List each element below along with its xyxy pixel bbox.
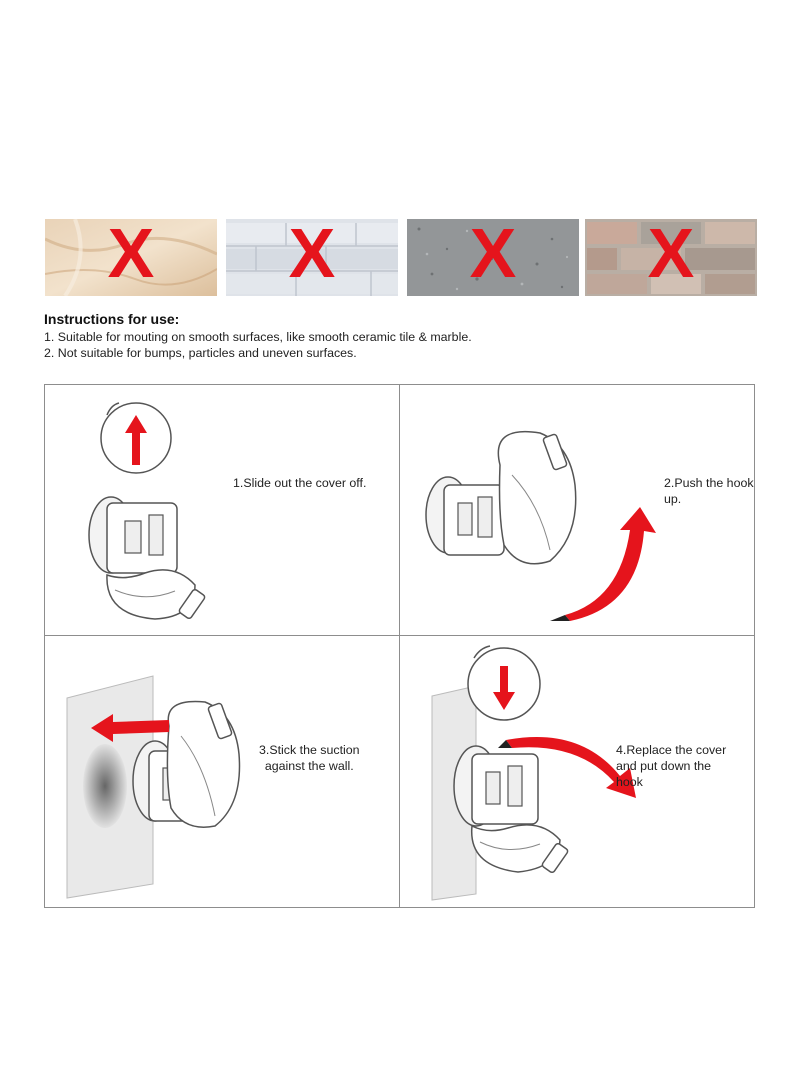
step-4-panel: 4.Replace the cover and put down the hoo… [400,636,755,907]
grid-divider-vertical [399,385,400,907]
concrete-texture [407,219,579,296]
stone-brick-texture [585,219,757,296]
marble-swatch: X [45,219,217,296]
surface-strip: X X [45,219,757,296]
not-suitable-mark: X [288,219,336,292]
step-3-panel: 3.Stick the suction against the wall. [45,636,399,907]
up-arrow-icon [125,415,147,465]
step-3-illustration [66,675,241,899]
step-1-text: 1.Slide out the cover off. [233,476,367,490]
instructions-title: Instructions for use: [44,311,180,327]
grid-divider-horizontal [45,635,754,636]
instruction-item: 1. Suitable for mouting on smooth surfac… [44,330,472,344]
curved-down-arrow-icon [498,736,636,798]
marble-texture [45,219,217,296]
white-brick-texture [226,219,398,296]
concrete-swatch: X [407,219,579,296]
step-4-text: 4.Replace the cover and put down the hoo… [616,743,727,789]
white-brick-swatch: X [226,219,398,296]
step-1-panel: 1.Slide out the cover off. [45,385,399,635]
stone-brick-swatch: X [585,219,757,296]
not-suitable-mark: X [107,219,155,292]
step-4-illustration [431,645,636,901]
instructions-block: Instructions for use: 1. Suitable for mo… [44,311,764,361]
curved-up-arrow-icon [550,507,656,621]
not-suitable-mark: X [647,219,695,292]
not-suitable-mark: X [469,219,517,292]
step-2-text: 2.Push the hook up. [664,476,754,506]
step-2-panel: 2.Push the hook up. [400,385,755,635]
left-arrow-icon [91,714,169,742]
step-2-illustration [425,431,656,621]
step-3-text: 3.Stick the suction against the wall. [259,743,360,773]
instruction-item: 2. Not suitable for bumps, particles and… [44,346,357,360]
step-1-illustration [88,402,206,620]
down-arrow-icon [493,666,515,710]
steps-grid: 1.Slide out the cover off. 2.Push the ho… [44,384,755,908]
